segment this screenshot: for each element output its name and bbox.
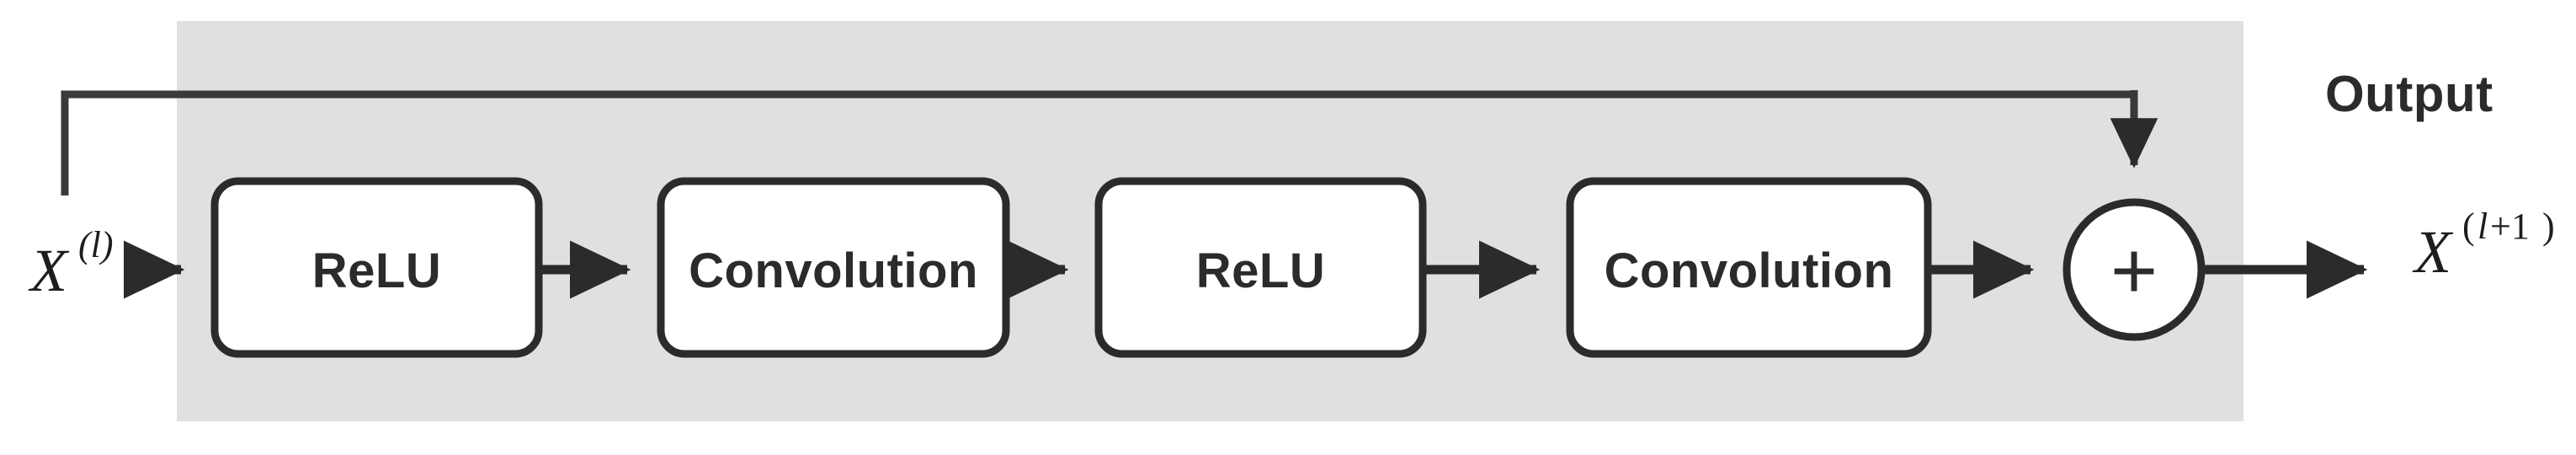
output-label-superscript-close: ) <box>2542 206 2555 247</box>
block-relu-2-box[interactable] <box>1094 177 1427 358</box>
output-label: X ( l +1 ) <box>2412 206 2555 286</box>
block-relu-1[interactable]: ReLU <box>210 177 543 358</box>
sum-node[interactable]: + <box>2062 198 2206 341</box>
input-label-base: X <box>28 237 70 304</box>
input-label-superscript: (l) <box>78 224 114 265</box>
input-label: X (l) <box>28 224 114 304</box>
output-label-superscript-plus: +1 <box>2490 206 2530 247</box>
output-label-superscript-index: l <box>2478 206 2488 247</box>
output-annotation: Output <box>2325 66 2494 122</box>
block-convolution-2-label: Convolution <box>1605 244 1894 298</box>
block-relu-2[interactable]: ReLU <box>1094 177 1427 358</box>
block-relu-2-label: ReLU <box>1196 244 1325 298</box>
block-relu-1-box[interactable] <box>210 177 543 358</box>
output-label-base: X <box>2412 218 2454 286</box>
block-relu-1-label: ReLU <box>312 244 441 298</box>
block-convolution-2-box[interactable] <box>1566 177 1932 358</box>
block-convolution-1-box[interactable] <box>657 177 1010 358</box>
plus-icon: + <box>2110 226 2158 316</box>
block-convolution-1-label: Convolution <box>689 244 978 298</box>
block-convolution-2[interactable]: Convolution <box>1566 177 1932 358</box>
block-convolution-1[interactable]: Convolution <box>657 177 1010 358</box>
skip-connection <box>61 90 2158 195</box>
output-label-superscript-open: ( <box>2462 206 2475 247</box>
sum-node-circle[interactable] <box>2062 198 2206 341</box>
